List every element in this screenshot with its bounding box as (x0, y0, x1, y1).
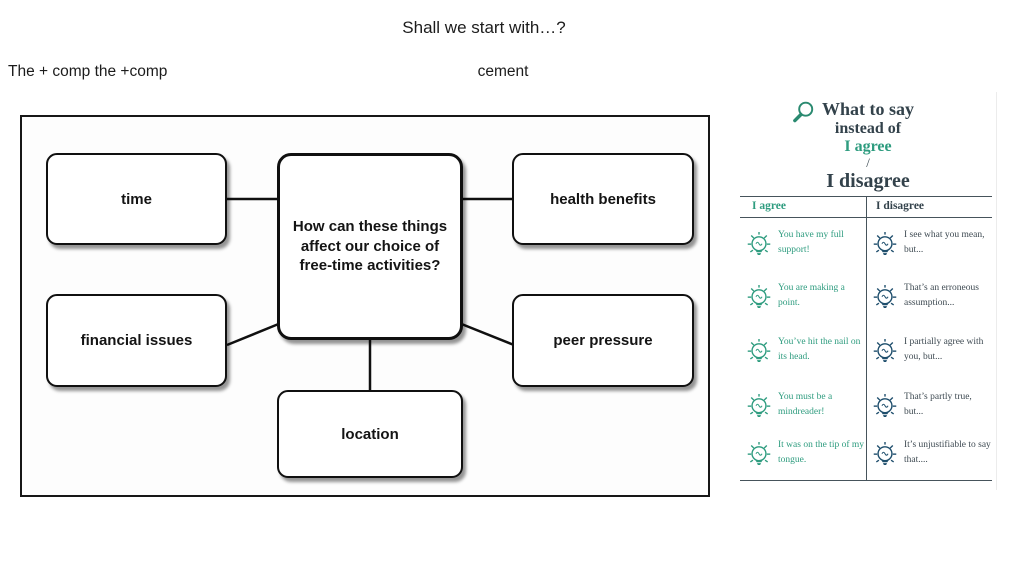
diagram-node-location: location (277, 390, 463, 478)
list-item: It was on the tip of my tongue. (746, 438, 864, 470)
diagram-center-question: How can these things affect our choice o… (277, 153, 463, 340)
panel-header-line1: What to say (821, 99, 914, 119)
panel-header: What to say instead of I agree / I disag… (768, 99, 968, 193)
mind-map-diagram: time health benefits financial issues pe… (20, 115, 710, 497)
diagram-node-peer-pressure: peer pressure (512, 294, 694, 387)
agree-phrase: You’ve hit the nail on its head. (778, 337, 861, 362)
panel-header-agree: I agree (844, 138, 892, 155)
agree-phrase: You must be a mindreader! (778, 392, 833, 417)
panel-header-line2: instead of (834, 120, 902, 137)
list-item: I see what you mean, but... (872, 228, 992, 260)
diagram-node-health-benefits: health benefits (512, 153, 694, 245)
list-item: That’s partly true, but... (872, 390, 992, 422)
list-item: I partially agree with you, but... (872, 335, 992, 367)
lightbulb-icon (872, 440, 898, 470)
disagree-phrase: It’s unjustifiable to say that.... (904, 440, 991, 465)
center-note: cement (477, 63, 529, 80)
list-item: That’s an erroneous assumption... (872, 281, 992, 313)
panel-header-slash: / (866, 155, 870, 170)
list-item: You’ve hit the nail on its head. (746, 335, 864, 367)
agree-phrase: You are making a point. (778, 283, 845, 308)
connector-lines (226, 197, 515, 392)
lightbulb-icon (872, 230, 898, 260)
lightbulb-icon (746, 283, 772, 313)
lightbulb-icon (872, 392, 898, 422)
list-item: It’s unjustifiable to say that.... (872, 438, 992, 470)
diagram-node-time: time (46, 153, 227, 245)
agree-phrase: You have my full support! (778, 230, 844, 255)
lightbulb-icon (872, 283, 898, 313)
lightbulb-icon (746, 230, 772, 260)
list-item: You must be a mindreader! (746, 390, 864, 422)
left-note: The + comp the +comp (8, 63, 168, 80)
disagree-phrase: That’s partly true, but... (904, 392, 972, 417)
disagree-phrase: I see what you mean, but... (904, 230, 985, 255)
list-item: You have my full support! (746, 228, 864, 260)
lightbulb-icon (746, 392, 772, 422)
column-header-agree: I agree (752, 200, 786, 212)
disagree-phrase: That’s an erroneous assumption... (904, 283, 979, 308)
slide-title: Shall we start with…? (402, 18, 566, 37)
lightbulb-icon (872, 337, 898, 367)
disagree-phrase: I partially agree with you, but... (904, 337, 984, 362)
table-divider (866, 196, 867, 480)
lightbulb-icon (746, 440, 772, 470)
table-bottom-rule (740, 480, 992, 481)
diagram-node-financial-issues: financial issues (46, 294, 227, 387)
list-item: You are making a point. (746, 281, 864, 313)
agree-phrase: It was on the tip of my tongue. (778, 440, 865, 465)
column-header-disagree: I disagree (876, 200, 925, 212)
lightbulb-icon (746, 337, 772, 367)
panel-header-disagree: I disagree (826, 170, 910, 192)
panel-image-edge (996, 92, 997, 490)
